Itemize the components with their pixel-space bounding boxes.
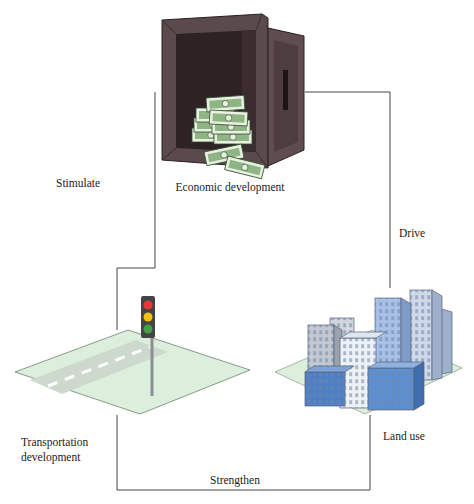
illustrated-node: Transportation development [15,330,255,415]
node-label: Transportation development [21,435,101,465]
node-label: Economic development [175,180,285,195]
safe-illustration [162,14,304,179]
illustrated-node: Land use [275,288,465,415]
connector-line [305,92,390,288]
illustrated-node: Economic development [155,15,305,165]
connector-line [117,92,155,330]
edge-label: Stimulate [56,176,126,191]
edge-label: Drive [399,226,459,241]
node-label: Land use [383,429,463,444]
connector-line [117,415,370,490]
city-illustration [275,290,462,414]
road-illustration [15,296,250,414]
edge-label: Strengthen [185,473,285,488]
